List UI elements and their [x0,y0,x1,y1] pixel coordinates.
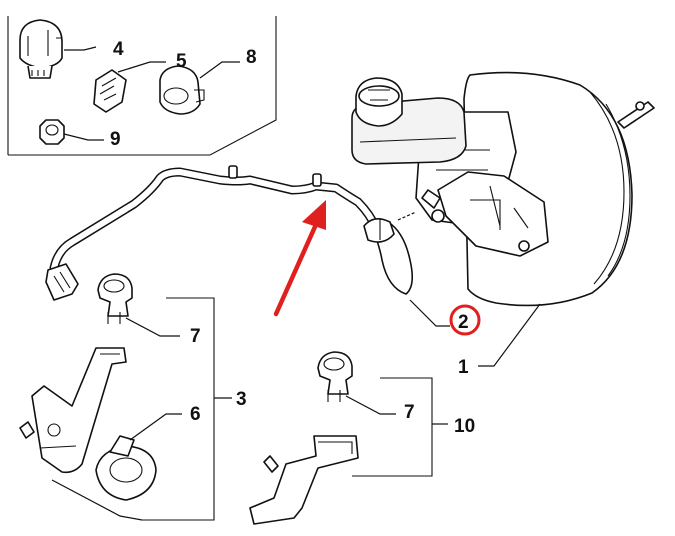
leader-7-right [345,395,396,415]
callout-1: 1 [458,357,469,378]
callout-4: 4 [113,39,124,60]
group-bracket-10 [352,377,433,477]
bracket-part-right[interactable] [249,435,359,525]
leader-8 [199,61,240,79]
collar-clip-part[interactable] [159,65,205,115]
group-bracket-3 [142,297,215,521]
callout-10: 10 [454,416,475,437]
hose-clip-part-right[interactable] [317,351,353,402]
callout-7-left: 7 [190,326,201,347]
vacuum-hose[interactable] [45,165,417,301]
hose-clip-part-left[interactable] [97,273,133,324]
brake-booster-assembly[interactable] [351,71,655,307]
clip-part[interactable] [93,69,127,113]
red-arrow-icon [273,200,326,317]
leader-4 [64,46,97,51]
callout-9: 9 [110,129,121,150]
leader-5 [117,61,166,73]
leader-6 [129,413,182,441]
highlight-circle [449,304,481,336]
leader-7-left [125,317,180,337]
leader-6-lower [51,479,143,521]
callout-7-right: 7 [404,402,415,423]
callout-3: 3 [236,389,247,410]
connector-part[interactable] [19,19,63,79]
leader-1 [478,303,541,367]
callout-8: 8 [246,47,257,68]
callout-6: 6 [190,404,201,425]
callout-2: 2 [458,312,469,333]
inset-box [7,16,277,156]
leader-2 [409,299,450,327]
callout-5: 5 [176,51,187,72]
leader-9 [63,133,104,141]
nut-part[interactable] [39,119,65,145]
bracket-clamp-part[interactable] [19,347,157,501]
